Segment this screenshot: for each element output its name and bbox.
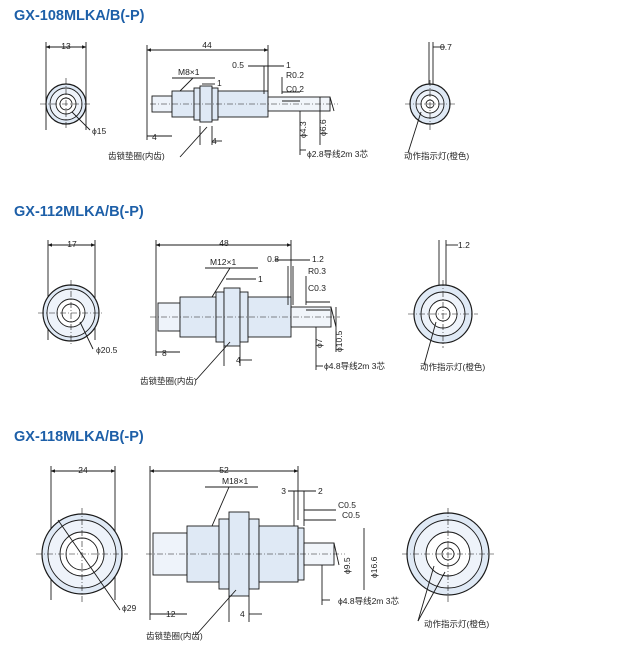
gx118-body-dia: ϕ16.6	[369, 556, 379, 578]
gx112-front-view	[38, 240, 104, 350]
gx108-front-dia: 13	[61, 41, 71, 51]
gx118-gap-b: 2	[318, 486, 323, 496]
gx118-front-view	[36, 466, 128, 611]
gx108-rear-dim: 0.7	[440, 42, 452, 52]
gx112-nut-len: 4	[236, 355, 241, 365]
gx118-front-dia: 24	[78, 465, 88, 475]
dimension-labels: 13 ϕ15 44 M8×1 1 0.5 1 R0.2 C0.2 4 4 ϕ4.…	[61, 40, 489, 641]
gx108-cable-note: ϕ2.8导线2m 3芯	[307, 149, 368, 159]
gx112-gap-a: 0.8	[267, 254, 279, 264]
model-title-gx112: GX-112MLKA/B(-P)	[14, 204, 144, 220]
gx118-c-label-b: C0.5	[342, 510, 360, 520]
gx108-left-len: 4	[152, 132, 157, 142]
gx112-front-circle: ϕ20.5	[96, 345, 118, 355]
gx112-rear-view	[408, 240, 478, 366]
gx118-nut-len: 4	[240, 609, 245, 619]
gx112-body-dia: ϕ10.5	[334, 330, 344, 352]
gx108-front-view	[40, 42, 92, 131]
gx108-gap-b: 1	[286, 60, 291, 70]
gx112-front-dia: 17	[67, 239, 77, 249]
gx112-cable-note: ϕ4.8导线2m 3芯	[324, 361, 385, 371]
gx108-c-label: C0.2	[286, 84, 304, 94]
gx112-cable-dia: ϕ7	[314, 338, 324, 348]
gx112-r-label: R0.3	[308, 266, 326, 276]
gx112-rear-dim: 1.2	[458, 240, 470, 250]
gx112-length: 48	[219, 238, 229, 248]
gx118-drawing	[36, 466, 494, 636]
gx108-rear-view	[405, 42, 456, 154]
model-title-gx108: GX-108MLKA/B(-P)	[14, 8, 145, 24]
gx112-side-view	[150, 240, 340, 381]
gx118-front-circle: ϕ29	[122, 603, 136, 613]
gx108-nut-len: 4	[212, 136, 217, 146]
gx108-length: 44	[202, 40, 212, 50]
gx108-front-circle: ϕ15	[92, 126, 106, 136]
gx118-cable-dia: ϕ9.5	[342, 557, 352, 574]
gx108-body-dia: ϕ6.6	[318, 119, 328, 136]
gx108-drawing	[40, 42, 456, 158]
gx118-rear-view	[402, 508, 494, 622]
gx118-washer-note: 齿锁垫圈(内齿)	[146, 631, 203, 641]
gx112-left-len: 8	[162, 348, 167, 358]
gx118-gap-a: 3	[281, 486, 286, 496]
gx112-nut-width: 1	[258, 274, 263, 284]
gx118-thread: M18×1	[222, 476, 248, 486]
gx118-indicator-note: 动作指示灯(橙色)	[424, 619, 489, 629]
gx118-left-len: 12	[166, 609, 176, 619]
gx108-side-view	[146, 45, 338, 158]
gx112-gap-b: 1.2	[312, 254, 324, 264]
gx112-thread: M12×1	[210, 257, 236, 267]
gx112-indicator-note: 动作指示灯(橙色)	[420, 362, 485, 372]
gx108-r-label: R0.2	[286, 70, 304, 80]
gx108-gap-a: 0.5	[232, 60, 244, 70]
gx112-c-label: C0.3	[308, 283, 326, 293]
gx118-c-label-a: C0.5	[338, 500, 356, 510]
gx118-cable-note: ϕ4.8导线2m 3芯	[338, 596, 399, 606]
gx112-washer-note: 齿锁垫圈(内齿)	[140, 376, 197, 386]
model-title-gx118: GX-118MLKA/B(-P)	[14, 429, 144, 445]
gx108-thread: M8×1	[178, 67, 200, 77]
gx108-nut-width: 1	[217, 78, 222, 88]
gx118-side-view	[146, 466, 365, 636]
gx108-indicator-note: 动作指示灯(橙色)	[404, 151, 469, 161]
gx108-washer-note: 齿锁垫圈(内齿)	[108, 151, 165, 161]
gx112-drawing	[38, 240, 478, 381]
gx118-length: 52	[219, 465, 229, 475]
gx108-cable-dia: ϕ4.3	[298, 121, 308, 138]
